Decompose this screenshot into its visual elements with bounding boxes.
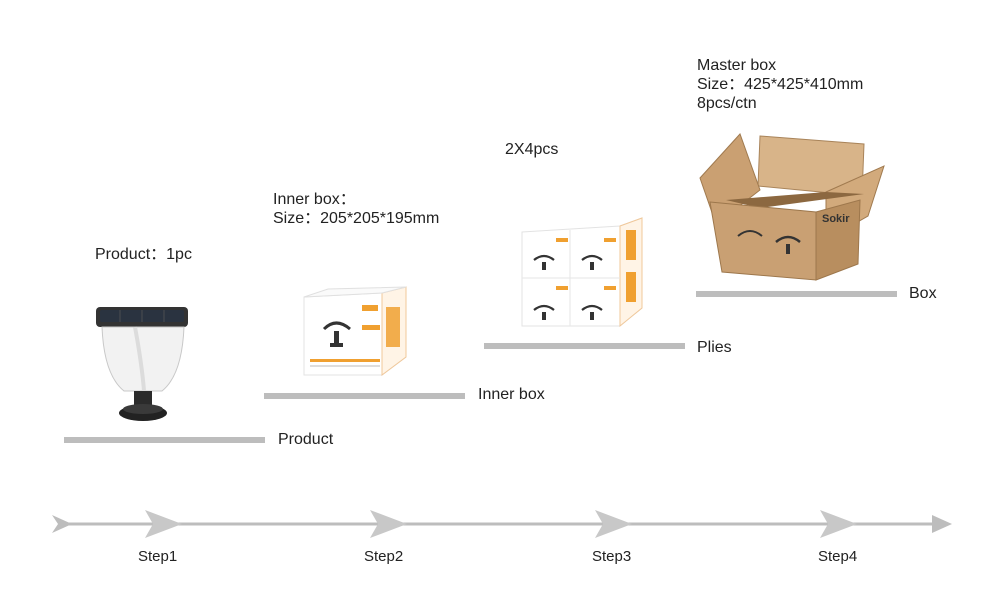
product-caption: Product：1pc — [95, 246, 192, 263]
timeline-arrowhead — [932, 515, 952, 533]
master-box-caption: Master box Size：425*425*410mm 8pcs/ctn — [697, 57, 864, 112]
svg-text:Sokir: Sokir — [822, 213, 850, 225]
inner-box-platform — [264, 393, 465, 399]
step2-marker — [370, 510, 407, 538]
solar-pillar-lamp-image — [96, 307, 188, 421]
timeline-tail-chevron — [52, 515, 72, 533]
printed-inner-box-image — [303, 286, 407, 376]
step2-label: Step2 — [364, 548, 404, 565]
timeline-arrow — [52, 510, 952, 538]
plies-platform — [484, 343, 685, 349]
step4-marker — [820, 510, 857, 538]
step4-label: Step4 — [818, 548, 858, 565]
inner-box-caption: Inner box： Size：205*205*195mm — [273, 191, 440, 227]
step3-label: Step3 — [592, 548, 632, 565]
inner-box-platform-label: Inner box — [478, 386, 545, 403]
open-cardboard-master-carton-image: Sokir — [699, 133, 885, 281]
box-platform-label: Box — [909, 285, 937, 302]
step1-label: Step1 — [138, 548, 178, 565]
product-platform-label: Product — [278, 431, 334, 448]
plies-platform-label: Plies — [697, 339, 732, 356]
step3-marker — [595, 510, 632, 538]
stacked-inner-boxes-image — [521, 217, 643, 328]
product-platform — [64, 437, 265, 443]
box-platform — [696, 291, 897, 297]
plies-caption: 2X4pcs — [505, 141, 559, 158]
step1-marker — [145, 510, 182, 538]
